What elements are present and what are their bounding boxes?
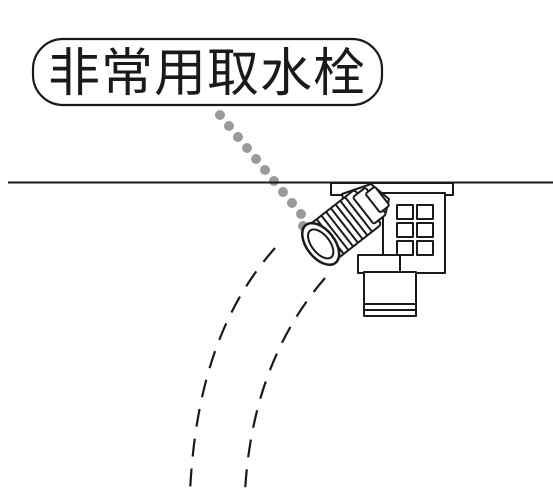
callout-leader-dots	[215, 110, 308, 231]
callout-label: 非常用取水栓	[31, 37, 384, 107]
callout-text: 非常用取水栓	[48, 44, 366, 104]
emergency-water-outlet-icon	[301, 182, 454, 317]
callout-bubble	[31, 37, 384, 107]
dashed-hose-icon	[188, 247, 326, 492]
